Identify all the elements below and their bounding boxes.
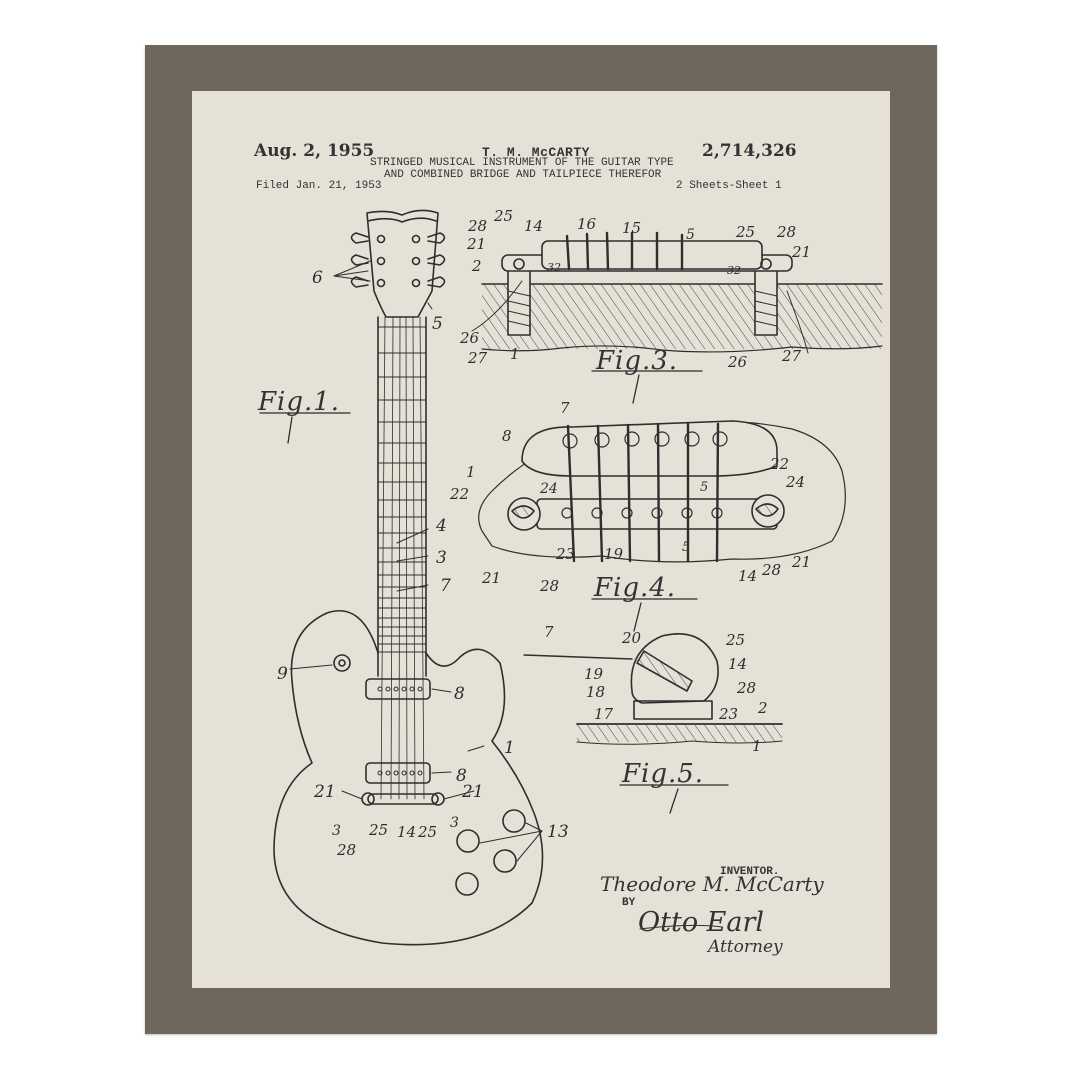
fig3-label-28: 28: [467, 217, 487, 235]
fig5-label-20: 20: [621, 629, 642, 647]
fig5-label-19: 19: [584, 665, 604, 683]
fig4-label-23: 23: [555, 545, 575, 563]
fig1-label-25: 25: [368, 821, 388, 839]
patent-print: Aug. 2, 1955 T. M. McCARTY 2,714,326 STR…: [192, 91, 890, 988]
fig3-label-5: 5: [686, 227, 695, 243]
fig1-label-3: 3: [436, 548, 447, 568]
inventor-signature: Theodore M. McCarty: [600, 872, 824, 896]
fig5-label-17: 17: [594, 705, 614, 723]
fig1-label-21b: 21: [461, 782, 484, 802]
fig4-label-28: 28: [539, 577, 559, 595]
fig1-label-1: 1: [504, 738, 515, 758]
fig3-label-26b: 26: [727, 353, 748, 371]
attorney-label: Attorney: [708, 937, 783, 957]
fig4-label-19: 19: [604, 545, 624, 563]
fig3-label-26: 26: [459, 329, 480, 347]
fig4-label-24b: 24: [785, 473, 805, 491]
fig4-label-5b: 5: [682, 540, 690, 555]
fig3-label-32: 32: [547, 261, 561, 274]
fig3-label-27: 27: [467, 349, 488, 367]
fig5-label-28: 28: [736, 679, 756, 697]
fig5-label-18: 18: [586, 683, 605, 701]
fig3-label-25b: 25: [735, 223, 755, 241]
fig5-label-23: 23: [718, 705, 738, 723]
fig5-label-14: 14: [728, 655, 747, 673]
attorney-signature: Otto Earl: [638, 907, 764, 938]
fig3-label-27b: 27: [781, 347, 802, 365]
fig4-label-8: 8: [502, 427, 512, 445]
fig5-title: Fig.5.: [622, 759, 704, 789]
fig1-label-7: 7: [440, 576, 451, 596]
fig4-label-22b: 22: [769, 455, 789, 473]
fig4-label-24: 24: [539, 481, 558, 497]
fig1-label-3c: 3: [450, 815, 459, 831]
fig3-label-32b: 32: [727, 264, 741, 277]
fig3-label-21b: 21: [791, 243, 811, 261]
fig4-label-1: 1: [466, 463, 476, 481]
fig5-label-1: 1: [752, 737, 762, 755]
fig1-label-3b: 3: [332, 823, 341, 839]
fig3-label-16: 16: [577, 215, 597, 233]
fig4-label-21: 21: [481, 569, 501, 587]
fig3-label-28b: 28: [776, 223, 796, 241]
fig1-label-25b: 25: [417, 823, 437, 841]
fig4-label-22: 22: [449, 485, 469, 503]
fig3-label-1: 1: [510, 345, 520, 363]
fig1-label-8: 8: [454, 684, 465, 704]
fig1-label-28: 28: [336, 841, 356, 859]
patent-drawings: 6 5 4 3 7 9 8 1 8 21 21 3 25 14 25 3 28 …: [192, 91, 890, 988]
fig3-label-21: 21: [466, 235, 486, 253]
fig3-label-14: 14: [524, 217, 543, 235]
fig4-label-21b: 21: [791, 553, 811, 571]
fig4-label-5: 5: [700, 480, 708, 495]
fig3-bridge-section: [472, 233, 882, 353]
fig5-label-2: 2: [757, 699, 768, 717]
fig1-label-21: 21: [313, 782, 336, 802]
fig3-label-25: 25: [493, 207, 513, 225]
fig4-label-14: 14: [738, 567, 757, 585]
fig4-title: Fig.4.: [594, 573, 676, 603]
fig1-label-13: 13: [547, 822, 569, 842]
fig5-label-25: 25: [725, 631, 745, 649]
fig1-label-9: 9: [277, 664, 288, 684]
fig1-label-5: 5: [432, 314, 443, 334]
fig4-label-7: 7: [560, 399, 570, 417]
fig4-label-28b: 28: [761, 561, 781, 579]
fig1-label-14: 14: [397, 823, 416, 841]
fig1-label-6: 6: [312, 268, 323, 288]
fig3-title: Fig.3.: [596, 346, 678, 376]
fig1-title: Fig.1.: [258, 387, 340, 417]
by-label: BY: [622, 897, 635, 909]
fig3-label-15: 15: [622, 219, 641, 237]
fig1-label-4: 4: [435, 516, 447, 536]
fig3-label-2: 2: [471, 257, 482, 275]
fig4-bridge-top: [479, 421, 846, 562]
fig5-label-7: 7: [544, 623, 554, 641]
